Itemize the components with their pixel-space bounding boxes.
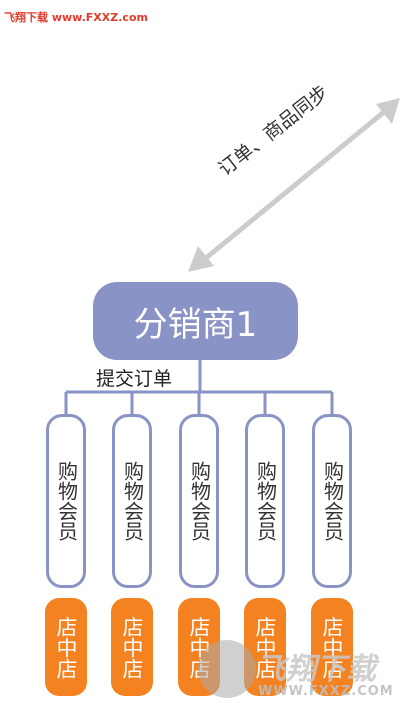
- store-node: 店中店: [311, 598, 353, 696]
- member-node: 购物会员: [179, 414, 219, 588]
- distributor-node: 分销商1: [93, 282, 298, 360]
- member-node: 购物会员: [312, 414, 352, 588]
- store-node: 店中店: [111, 598, 153, 696]
- watermark-top: 飞翔下载 www.FXXZ.com: [4, 11, 148, 24]
- member-node: 购物会员: [245, 414, 285, 588]
- submit-order-label: 提交订单: [96, 368, 173, 390]
- store-node: 店中店: [45, 598, 87, 696]
- watermark-logo-text: 飞翔下载: [256, 652, 376, 687]
- watermark-logo-icon: [198, 640, 256, 698]
- member-node: 购物会员: [46, 414, 86, 588]
- watermark-logo-url: WWW.FXXZ.COM: [258, 684, 394, 699]
- member-node: 购物会员: [112, 414, 152, 588]
- sync-arrow: [188, 98, 400, 272]
